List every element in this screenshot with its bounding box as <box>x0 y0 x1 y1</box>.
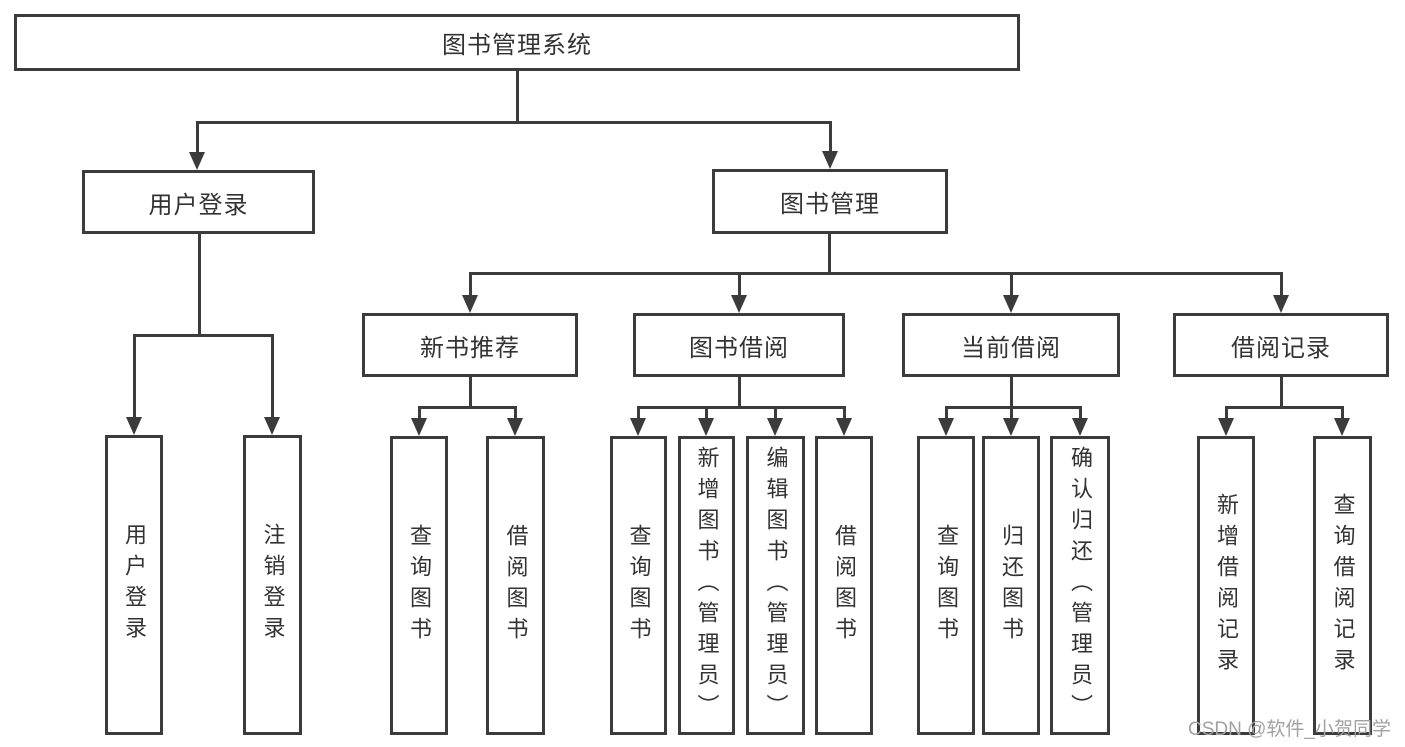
leaf-edit-book-admin: 编辑图书（管理员） <box>746 436 805 735</box>
connector-arrow-stem <box>1341 406 1344 421</box>
csdn-watermark: CSDN @软件_小贺同学 <box>1188 719 1391 740</box>
connector-arrow-stem <box>418 406 421 421</box>
connector-arrow-stem <box>1010 272 1013 298</box>
arrow-down-icon <box>462 295 478 313</box>
root-node-label: 图书管理系统 <box>442 32 592 59</box>
arrow-down-icon <box>1003 418 1019 436</box>
connector-arrow-stem <box>945 406 948 421</box>
connector-current-borrow-drop <box>1010 377 1013 409</box>
node-new-book-recommend-label: 新书推荐 <box>420 334 520 362</box>
leaf-user-login: 用户登录 <box>105 435 163 735</box>
connector-arrow-stem <box>1280 272 1283 298</box>
arrow-down-icon <box>1218 418 1234 436</box>
arrow-down-icon <box>822 151 838 169</box>
root-node-library-system: 图书管理系统 <box>14 14 1020 71</box>
connector-user-login-branch <box>133 334 274 337</box>
connector-arrow-stem <box>514 406 517 421</box>
leaf-query-book-recommend: 查询图书 <box>390 436 448 735</box>
connector-root-branch <box>196 121 832 124</box>
node-book-borrow-label: 图书借阅 <box>689 334 789 362</box>
connector-current-borrow-branch <box>945 406 1082 409</box>
node-user-login: 用户登录 <box>82 170 315 234</box>
arrow-down-icon <box>938 418 954 436</box>
node-book-management: 图书管理 <box>712 169 948 234</box>
arrow-down-icon <box>189 152 205 170</box>
arrow-down-icon <box>507 418 523 436</box>
node-new-book-recommend: 新书推荐 <box>362 313 578 377</box>
leaf-add-borrow-record: 新增借阅记录 <box>1197 436 1255 735</box>
leaf-borrow-book-recommend: 借阅图书 <box>486 436 545 735</box>
connector-arrow-stem <box>133 334 136 420</box>
connector-new-book-branch <box>418 406 517 409</box>
arrow-down-icon <box>1072 418 1088 436</box>
connector-borrow-record-branch <box>1225 406 1344 409</box>
arrow-down-icon <box>1334 418 1350 436</box>
connector-arrow-stem <box>774 406 777 421</box>
connector-root-drop <box>516 71 519 122</box>
arrow-down-icon <box>731 295 747 313</box>
connector-new-book-drop <box>469 377 472 409</box>
arrow-down-icon <box>126 417 142 435</box>
node-borrow-record: 借阅记录 <box>1173 313 1389 377</box>
node-user-login-label: 用户登录 <box>148 191 249 219</box>
leaf-query-book-current: 查询图书 <box>917 436 975 735</box>
node-current-borrow: 当前借阅 <box>902 313 1120 377</box>
arrow-down-icon <box>698 418 714 436</box>
connector-borrow-record-drop <box>1280 377 1283 409</box>
connector-book-mgmt-branch <box>469 272 1283 275</box>
connector-arrow-stem <box>738 272 741 298</box>
arrow-down-icon <box>264 417 280 435</box>
arrow-down-icon <box>1003 295 1019 313</box>
arrow-down-icon <box>767 418 783 436</box>
connector-arrow-stem <box>829 121 832 154</box>
node-book-management-label: 图书管理 <box>780 191 880 218</box>
connector-arrow-stem <box>1010 406 1013 421</box>
leaf-return-book: 归还图书 <box>982 436 1040 735</box>
arrow-down-icon <box>836 418 852 436</box>
connector-arrow-stem <box>271 334 274 420</box>
connector-arrow-stem <box>469 272 472 298</box>
leaf-query-book-borrow: 查询图书 <box>610 436 667 735</box>
connector-arrow-stem <box>705 406 708 421</box>
arrow-down-icon <box>630 418 646 436</box>
leaf-query-borrow-record: 查询借阅记录 <box>1313 436 1372 735</box>
connector-user-login-drop <box>198 234 201 336</box>
node-book-borrow: 图书借阅 <box>633 313 845 377</box>
leaf-borrow-book: 借阅图书 <box>815 436 873 735</box>
connector-arrow-stem <box>843 406 846 421</box>
leaf-logout: 注销登录 <box>243 435 302 735</box>
connector-book-borrow-drop <box>738 377 741 409</box>
arrow-down-icon <box>1273 295 1289 313</box>
arrow-down-icon <box>411 418 427 436</box>
leaf-add-book-admin: 新增图书（管理员） <box>678 436 735 735</box>
node-current-borrow-label: 当前借阅 <box>961 334 1061 362</box>
connector-book-borrow-branch <box>637 406 846 409</box>
node-borrow-record-label: 借阅记录 <box>1231 334 1331 362</box>
connector-arrow-stem <box>1225 406 1228 421</box>
connector-arrow-stem <box>196 121 199 155</box>
connector-book-mgmt-drop <box>828 234 831 275</box>
connector-arrow-stem <box>637 406 640 421</box>
leaf-confirm-return-admin: 确认归还（管理员） <box>1050 436 1110 735</box>
connector-arrow-stem <box>1079 406 1082 421</box>
